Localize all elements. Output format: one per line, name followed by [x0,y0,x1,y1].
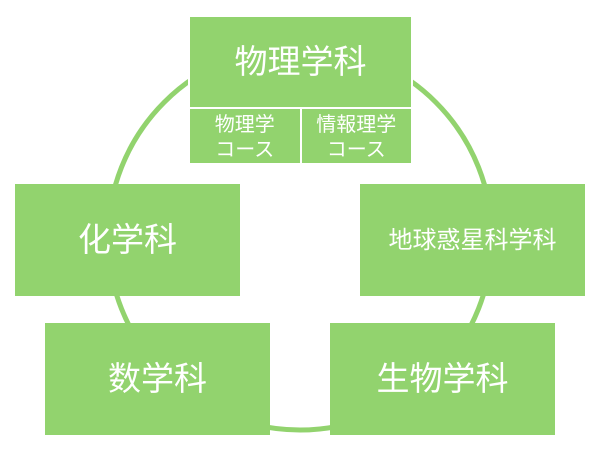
physics-course-line2: コース [215,137,275,161]
mathematics-department-box: 数学科 [45,323,270,435]
chemistry-department-box: 化学科 [15,184,240,296]
physics-course-line1: 物理学 [214,112,275,136]
biology-department-box: 生物学科 [330,323,555,435]
earth-planetary-department-label: 地球惑星科学科 [388,225,557,254]
physics-department-box: 物理学科 物理学 コース 情報理学 コース [188,15,413,165]
information-science-course: 情報理学 コース [299,109,412,165]
physics-department-title: 物理学科 [234,41,367,81]
biology-department-label: 生物学科 [376,358,509,398]
physics-course: 物理学 コース [190,109,300,165]
information-course-line2: コース [326,137,386,161]
information-course-line1: 情報理学 [316,112,397,136]
mathematics-department-label: 数学科 [108,358,207,398]
earth-planetary-department-box: 地球惑星科学科 [360,184,585,296]
physics-courses: 物理学 コース 情報理学 コース [190,107,411,165]
chemistry-department-label: 化学科 [78,219,177,259]
